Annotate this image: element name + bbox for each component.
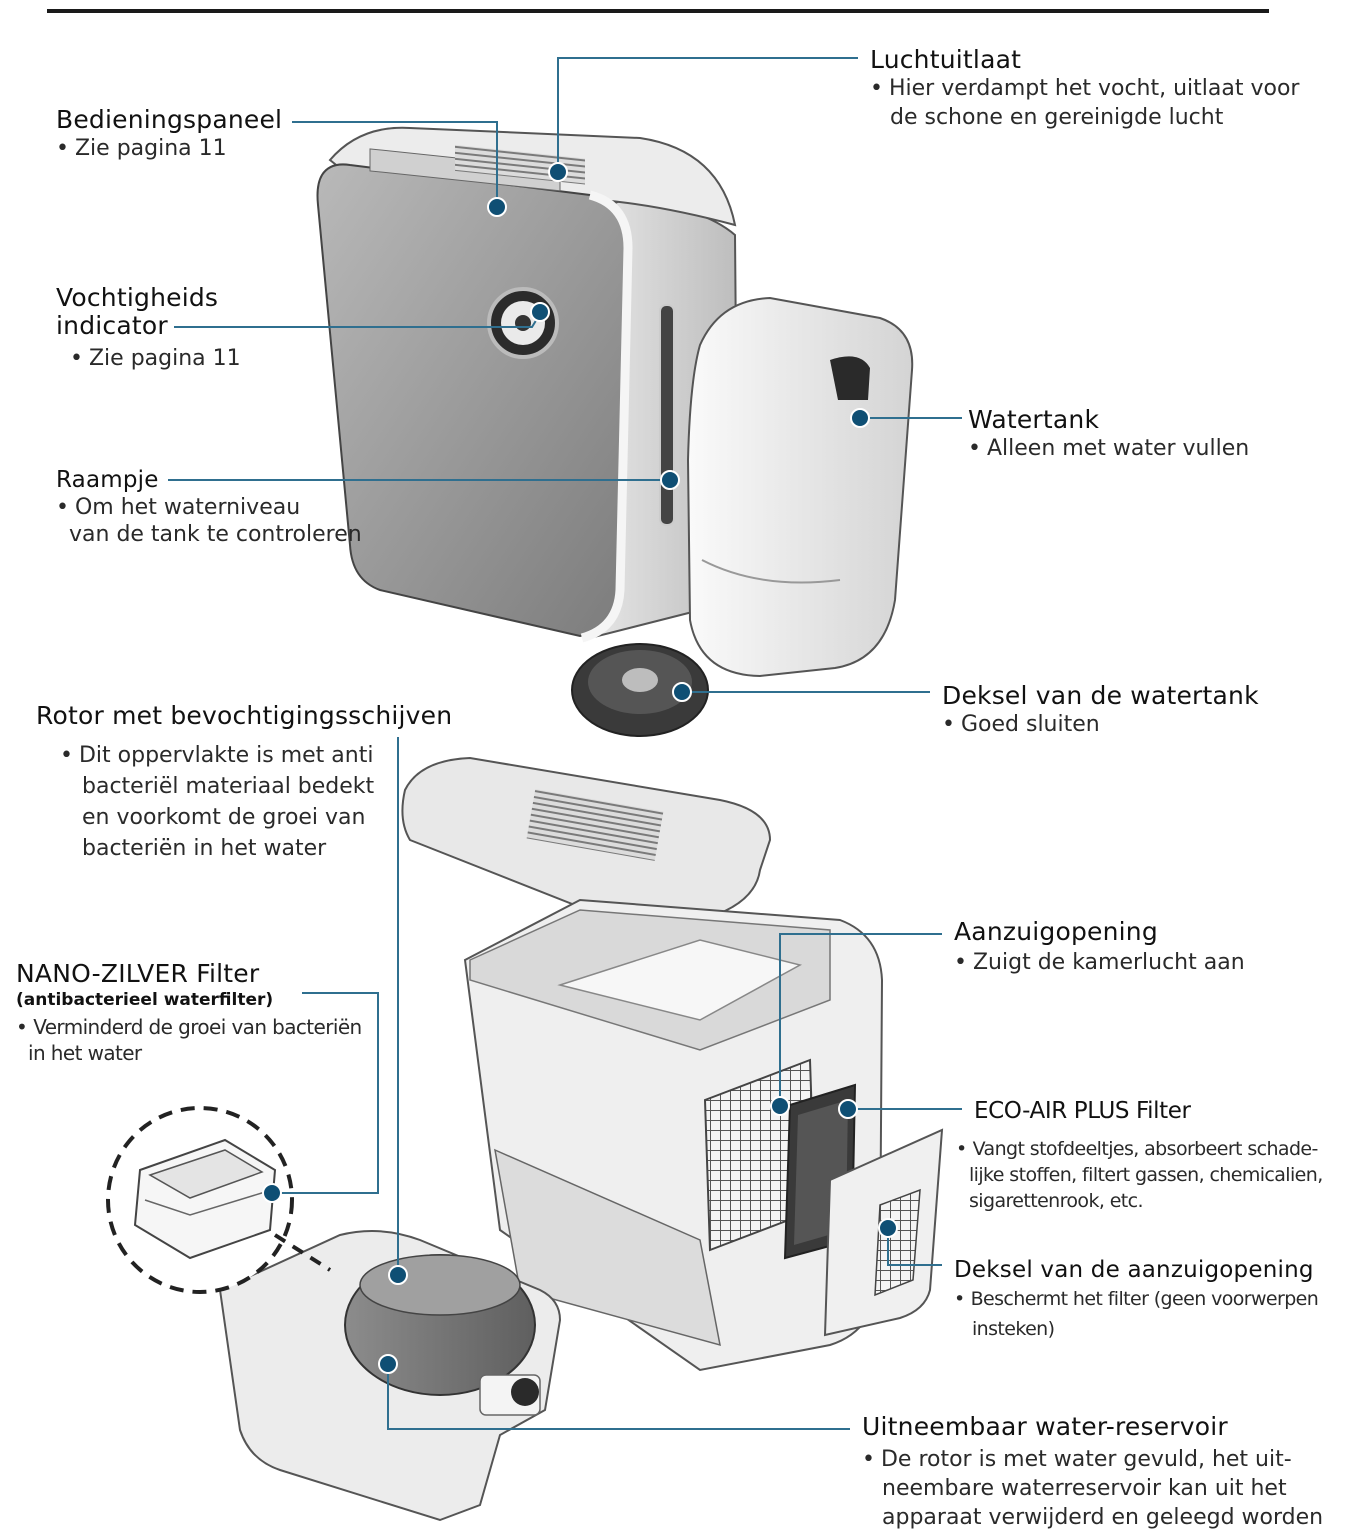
air-outlet-marker [549, 163, 567, 181]
nano-filter-title: NANO-ZILVER Filter [16, 960, 362, 988]
tank-cap-desc: Goed sluiten [942, 710, 1259, 739]
control-panel-desc: Zie pagina 11 [56, 134, 282, 163]
humidity-indicator-title-2: indicator [56, 312, 241, 340]
tank-cap-title: Deksel van de watertank [942, 682, 1259, 710]
water-tank-marker [851, 409, 869, 427]
rotor-title: Rotor met bevochtigingsschijven [36, 702, 452, 730]
window-label: Raampje Om het waterniveau van de tank t… [56, 466, 362, 548]
eco-filter-title: ECO-AIR PLUS Filter [974, 1097, 1191, 1125]
humidifier-main-unit [318, 128, 739, 638]
tank-cap-label: Deksel van de watertank Goed sluiten [942, 682, 1259, 739]
water-tank-title: Watertank [968, 406, 1249, 434]
reservoir-title: Uitneembaar water-reservoir [862, 1413, 1323, 1441]
reservoir-label: Uitneembaar water-reservoir De rotor is … [862, 1413, 1323, 1532]
intake-cover-desc: Beschermt het filter (geen voorwerpen in… [954, 1284, 1318, 1344]
humidity-indicator-desc: Zie pagina 11 [56, 344, 241, 373]
nano-filter-marker [263, 1184, 281, 1202]
water-tank-illustration [688, 298, 912, 676]
window-desc: Om het waterniveau van de tank te contro… [56, 494, 362, 548]
reservoir-marker [379, 1355, 397, 1373]
intake-cover-label: Deksel van de aanzuigopening Beschermt h… [954, 1256, 1318, 1344]
nano-filter-subtitle: (antibacterieel waterfilter) [16, 990, 362, 1010]
air-outlet-desc: Hier verdampt het vocht, uitlaat voor de… [870, 74, 1299, 132]
intake-cover-marker [879, 1219, 897, 1237]
control-panel-marker [488, 198, 506, 216]
control-panel-title: Bedieningspaneel [56, 106, 282, 134]
intake-label: Aanzuigopening Zuigt de kamerlucht aan [954, 918, 1245, 977]
reservoir-desc: De rotor is met water gevuld, het uit- n… [862, 1445, 1323, 1532]
control-panel-label: Bedieningspaneel Zie pagina 11 [56, 106, 282, 163]
window-marker [661, 471, 679, 489]
air-outlet-label: Luchtuitlaat Hier verdampt het vocht, ui… [870, 46, 1299, 132]
tank-cap-marker [673, 683, 691, 701]
nano-filter-label: NANO-ZILVER Filter (antibacterieel water… [16, 960, 362, 1066]
eco-filter-desc: Vangt stofdeeltjes, absorbeert schade- l… [956, 1136, 1323, 1214]
intake-marker [771, 1097, 789, 1115]
humidity-indicator-label: Vochtigheids indicator Zie pagina 11 [56, 284, 241, 373]
water-tank-desc: Alleen met water vullen [968, 434, 1249, 463]
eco-filter-marker [839, 1100, 857, 1118]
window-title: Raampje [56, 466, 362, 494]
rotor-marker [389, 1266, 407, 1284]
rotor-desc: Dit oppervlakte is met anti bacteriël ma… [36, 740, 452, 864]
humidity-indicator-marker [531, 303, 549, 321]
eco-filter-label: ECO-AIR PLUS Filter [974, 1097, 1191, 1125]
rotor-label: Rotor met bevochtigingsschijven Dit oppe… [36, 702, 452, 864]
air-outlet-title: Luchtuitlaat [870, 46, 1299, 74]
humidity-indicator-title-1: Vochtigheids [56, 284, 241, 312]
intake-desc: Zuigt de kamerlucht aan [954, 948, 1245, 977]
water-tank-label: Watertank Alleen met water vullen [968, 406, 1249, 463]
intake-title: Aanzuigopening [954, 918, 1245, 946]
intake-cover-title: Deksel van de aanzuigopening [954, 1256, 1318, 1284]
eco-filter-desc-block: Vangt stofdeeltjes, absorbeert schade- l… [956, 1136, 1323, 1214]
nano-filter-desc: Verminderd de groei van bacteriën in het… [16, 1014, 362, 1066]
